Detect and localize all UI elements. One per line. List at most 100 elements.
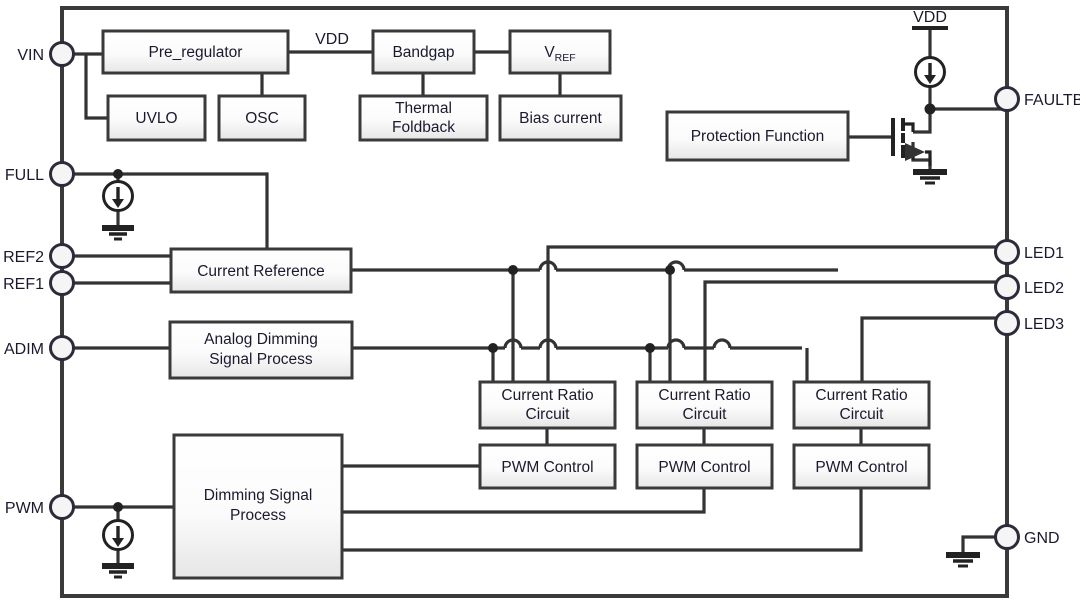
pins-left: VIN FULL REF2 REF1 ADIM PWM	[3, 41, 75, 520]
vref-sub: REF	[555, 52, 576, 64]
pin-label-gnd: GND	[1024, 530, 1060, 547]
pin-led3[interactable]: LED3	[994, 310, 1065, 336]
wire-source-to-gnd	[911, 142, 932, 172]
pin-label-ref2: REF2	[3, 249, 44, 266]
pin-led2[interactable]: LED2	[994, 274, 1065, 300]
wire-vin-to-uvlo	[84, 54, 108, 120]
nmos-drain-lead	[903, 122, 915, 132]
block-label-crc1-2: Circuit	[526, 406, 571, 423]
block-uvlo[interactable]: UVLO	[106, 94, 207, 142]
junction-dots	[113, 103, 936, 512]
current-source-vdd-faultb	[914, 56, 946, 88]
block-label-crc3-1: Current Ratio	[815, 387, 907, 404]
wire-led1-net	[546, 245, 1007, 382]
block-label-pre-regulator: Pre_regulator	[149, 44, 243, 61]
block-label-analog-dimming-2: Signal Process	[209, 351, 313, 368]
block-label-pwm-control-3: PWM Control	[815, 459, 907, 476]
hop-curref-over-led1	[538, 260, 558, 271]
pin-label-led3: LED3	[1024, 316, 1064, 333]
ground-full	[102, 225, 134, 241]
block-current-ratio-circuit-2[interactable]: Current Ratio Circuit	[635, 380, 774, 430]
block-dimming-signal-process[interactable]: Dimming Signal Process	[172, 433, 344, 580]
function-blocks: Pre_regulator UVLO OSC Bandgap VREF Ther…	[101, 29, 931, 580]
net-label-vdd-right: VDD	[913, 9, 947, 26]
block-label-pwm-control-1: PWM Control	[501, 459, 593, 476]
block-label-vref: VREF	[544, 44, 575, 64]
pin-adim[interactable]: ADIM	[4, 335, 75, 361]
wire-led3-net	[860, 316, 1007, 382]
junction-full	[113, 169, 123, 179]
block-pwm-control-3[interactable]: PWM Control	[792, 443, 931, 490]
net-label-vdd-top: VDD	[315, 31, 349, 48]
block-pwm-control-2[interactable]: PWM Control	[635, 443, 774, 490]
pin-gnd[interactable]: GND	[994, 524, 1060, 550]
block-vref[interactable]: VREF	[508, 29, 612, 75]
pin-label-led2: LED2	[1024, 280, 1064, 297]
block-pre-regulator[interactable]: Pre_regulator	[101, 29, 290, 75]
pin-ref2[interactable]: REF2	[3, 243, 75, 269]
pin-label-adim: ADIM	[4, 341, 44, 358]
block-label-crc1-1: Current Ratio	[501, 387, 593, 404]
pin-label-faultb: FAULTB	[1024, 92, 1080, 109]
block-current-ratio-circuit-1[interactable]: Current Ratio Circuit	[478, 380, 617, 430]
block-label-protection-function: Protection Function	[691, 128, 825, 145]
wire-gnd-pin	[961, 535, 1007, 555]
block-label-bias-current: Bias current	[519, 110, 602, 127]
pins-right: FAULTB LED1 LED2 LED3 GND	[994, 86, 1080, 550]
hop-adim-over-led1	[538, 338, 558, 349]
block-label-crc2-2: Circuit	[683, 406, 728, 423]
hop-adim-over-led2	[712, 338, 732, 349]
block-current-ratio-circuit-3[interactable]: Current Ratio Circuit	[792, 380, 931, 430]
vref-v: V	[544, 44, 555, 61]
pin-label-ref1: REF1	[3, 276, 44, 293]
pin-vin[interactable]: VIN	[17, 41, 75, 67]
wire-drain-down	[913, 109, 932, 134]
wire-full-run	[62, 172, 269, 249]
pin-led1[interactable]: LED1	[994, 239, 1065, 265]
wire-network	[62, 28, 1007, 566]
ground-pwm	[102, 563, 134, 579]
block-label-osc: OSC	[245, 110, 279, 127]
block-label-dimming-signal-process-1: Dimming Signal	[204, 487, 313, 504]
nmos-body-arrow	[905, 143, 925, 161]
ground-gnd-pin	[946, 552, 980, 568]
block-current-reference[interactable]: Current Reference	[169, 247, 353, 294]
pin-faultb[interactable]: FAULTB	[994, 86, 1080, 112]
hop-adim-over-curref1	[503, 338, 523, 349]
block-pwm-control-1[interactable]: PWM Control	[478, 443, 617, 490]
ground-nmos	[913, 169, 947, 185]
block-analog-dimming[interactable]: Analog Dimming Signal Process	[168, 320, 354, 380]
pin-label-vin: VIN	[17, 47, 44, 64]
nmos-faultb-driver	[891, 118, 932, 166]
ground-symbols	[102, 169, 980, 579]
junction-adim-drop-2	[645, 343, 655, 353]
block-label-crc2-1: Current Ratio	[658, 387, 750, 404]
block-label-bandgap: Bandgap	[392, 44, 454, 61]
ic-frame	[60, 6, 1009, 598]
wire-hops	[503, 260, 732, 349]
junction-faultb-node	[924, 103, 936, 115]
junction-pwm	[113, 502, 123, 512]
block-label-analog-dimming-1: Analog Dimming	[204, 331, 318, 348]
block-label-dimming-signal-process-2: Process	[230, 507, 286, 524]
pin-label-pwm: PWM	[5, 500, 44, 517]
block-label-uvlo: UVLO	[135, 110, 177, 127]
wire-dsp-out-3	[342, 488, 863, 552]
pin-ref1[interactable]: REF1	[3, 270, 75, 296]
pin-label-led1: LED1	[1024, 245, 1064, 262]
block-protection-function[interactable]: Protection Function	[665, 110, 850, 162]
nmos-bulk-lead	[925, 150, 932, 166]
block-bias-current[interactable]: Bias current	[498, 94, 623, 142]
block-label-pwm-control-2: PWM Control	[658, 459, 750, 476]
junction-curref-drop-1	[508, 265, 518, 275]
block-osc[interactable]: OSC	[217, 94, 307, 142]
block-label-thermal-foldback-2: Foldback	[392, 119, 455, 136]
wire-dsp-out-2	[342, 488, 706, 514]
block-label-current-reference: Current Reference	[197, 263, 325, 280]
pin-full[interactable]: FULL	[5, 161, 75, 187]
pin-label-full: FULL	[5, 167, 44, 184]
block-thermal-foldback[interactable]: Thermal Foldback	[358, 94, 489, 142]
pin-pwm[interactable]: PWM	[5, 494, 75, 520]
block-bandgap[interactable]: Bandgap	[371, 29, 476, 75]
